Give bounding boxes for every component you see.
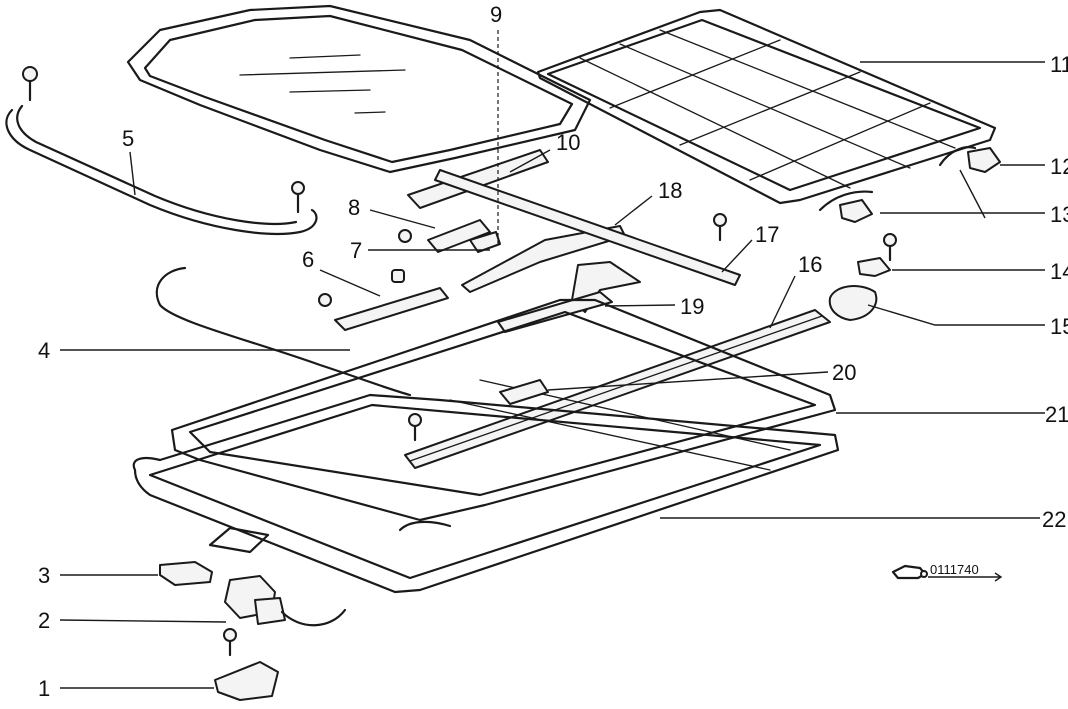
callout-9: 9 [490, 2, 502, 27]
callout-15: 15 [1050, 314, 1068, 339]
callout-16: 16 [798, 252, 822, 277]
callout-4: 4 [38, 338, 50, 363]
callout-8: 8 [348, 195, 360, 220]
wind-deflector [404, 309, 831, 469]
callout-22: 22 [1042, 507, 1066, 532]
lift-arm-parts [818, 146, 1001, 321]
callout-2: 2 [38, 608, 50, 633]
callout-7: 7 [350, 238, 362, 263]
screw-icon [22, 66, 897, 657]
glass-panel [126, 4, 592, 174]
leader-lines [59, 61, 1045, 689]
callout-21: 21 [1045, 402, 1068, 427]
callout-20: 20 [832, 360, 856, 385]
callout-13: 13 [1050, 202, 1068, 227]
drive-motor [224, 575, 347, 627]
rear-seal [5, 104, 318, 235]
drive-cable [155, 266, 412, 397]
reference-mark [891, 564, 1003, 582]
motor-bracket [208, 526, 270, 554]
reference-code: 0111740 [930, 562, 979, 577]
sunroof-frame-lower [132, 379, 840, 594]
callout-5: 5 [122, 126, 134, 151]
callout-6: 6 [302, 247, 314, 272]
callout-14: 14 [1050, 259, 1068, 284]
callout-12: 12 [1050, 154, 1068, 179]
mounting-bracket [214, 661, 279, 701]
callout-10: 10 [556, 130, 580, 155]
callout-17: 17 [755, 222, 779, 247]
guide-rail-parts [318, 149, 741, 333]
callout-19: 19 [680, 294, 704, 319]
micro-switch [159, 561, 213, 586]
callout-1: 1 [38, 676, 50, 701]
callout-3: 3 [38, 563, 50, 588]
sun-shade-panel [536, 8, 997, 205]
callout-11: 11 [1050, 52, 1068, 77]
callout-18: 18 [658, 178, 682, 203]
sunroof-frame-upper [170, 298, 837, 522]
